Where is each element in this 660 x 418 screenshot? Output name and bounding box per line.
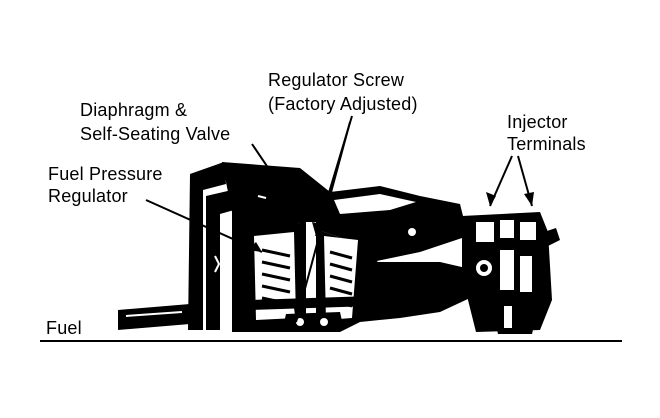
fuel-pressure-regulator-label-1: Fuel Pressure: [48, 164, 163, 184]
fuel-pressure-regulator-label-2: Regulator: [48, 186, 128, 206]
injector-terminals-label-2: Terminals: [507, 134, 586, 154]
injector-terminals-label-1: Injector: [507, 112, 568, 132]
regulator-housing: [188, 162, 470, 332]
fuel-label: Fuel: [46, 318, 82, 338]
injector-assembly: [462, 212, 560, 334]
regulator-screw-label-1: Regulator Screw: [268, 70, 405, 90]
diaphragm-label-2: Self-Seating Valve: [80, 124, 231, 144]
regulator-screw-label-2: (Factory Adjusted): [268, 94, 418, 114]
diaphragm-label-1: Diaphragm &: [80, 100, 188, 120]
arrow-heads: [248, 192, 534, 322]
fuel-line: [118, 304, 190, 330]
